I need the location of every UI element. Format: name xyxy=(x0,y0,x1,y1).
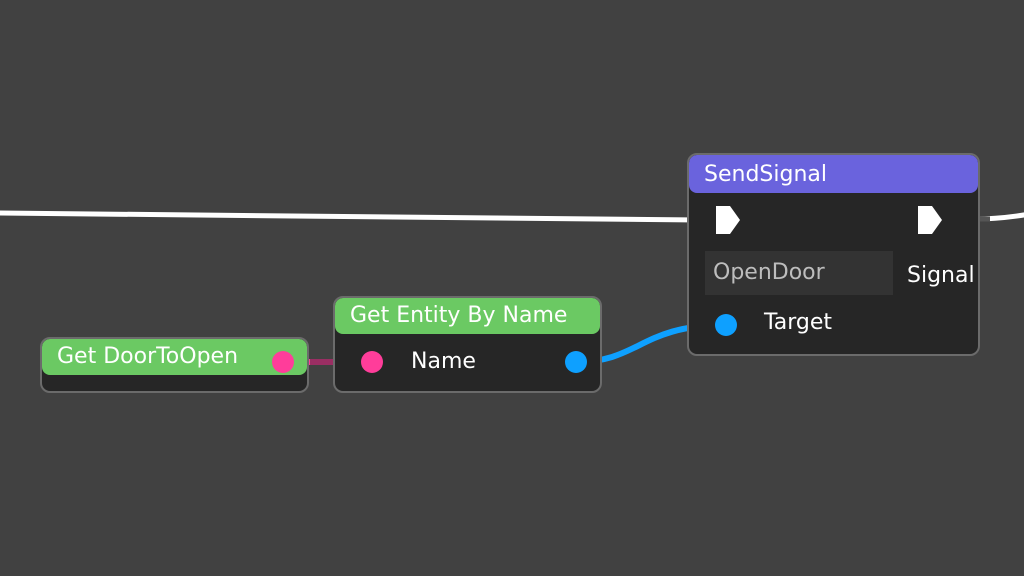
node-get-door-to-open[interactable]: Get DoorToOpen xyxy=(40,337,309,393)
name-input-label: Name xyxy=(411,349,476,374)
exec-wire-in[interactable] xyxy=(0,210,701,223)
node-header[interactable]: Get DoorToOpen xyxy=(42,339,307,375)
exec-input-pin[interactable] xyxy=(716,206,740,234)
exec-output-pin[interactable] xyxy=(918,206,942,234)
node-header[interactable]: Get Entity By Name xyxy=(335,298,600,334)
node-send-signal[interactable]: SendSignal OpenDoor Signal Target xyxy=(687,153,980,356)
signal-value-field[interactable]: OpenDoor xyxy=(705,251,893,295)
node-header[interactable]: SendSignal xyxy=(689,155,978,193)
target-label: Target xyxy=(764,310,833,335)
signal-value-text: OpenDoor xyxy=(713,260,825,285)
node-title: Get Entity By Name xyxy=(350,303,568,328)
node-title: Get DoorToOpen xyxy=(57,344,239,369)
output-pin-entity[interactable] xyxy=(565,351,587,373)
input-pin-target[interactable] xyxy=(715,314,737,336)
signal-label: Signal xyxy=(907,263,975,288)
node-title: SendSignal xyxy=(704,162,827,187)
input-pin-name[interactable] xyxy=(361,351,383,373)
output-pin-door-to-open[interactable] xyxy=(272,351,294,373)
node-get-entity-by-name[interactable]: Get Entity By Name Name xyxy=(333,296,602,393)
